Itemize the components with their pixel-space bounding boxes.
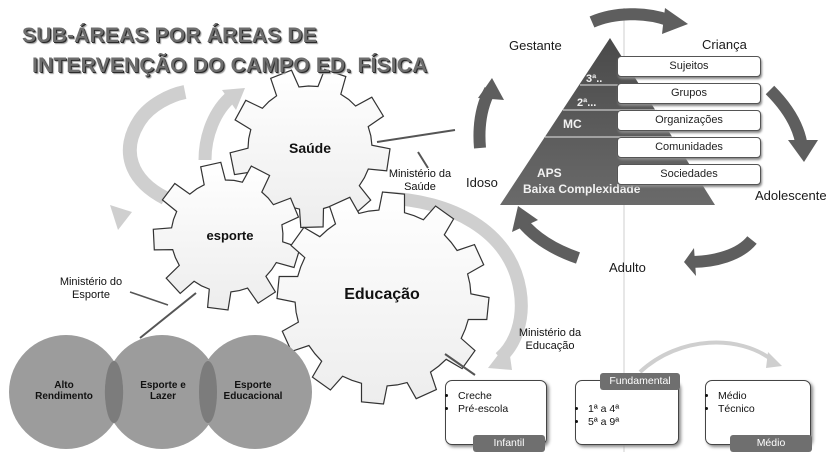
overlap-2	[199, 361, 217, 423]
tab-fundamental: Fundamental	[600, 373, 680, 390]
pyramid-level-3: 3ª..	[586, 73, 603, 85]
gear-label-saude: Saúde	[288, 140, 331, 156]
gear-label-educacao: Educação	[344, 286, 420, 303]
level-sociedades: Sociedades	[617, 164, 761, 185]
card-infantil: Creche Pré-escola	[445, 380, 547, 445]
gear-arc-right	[384, 191, 528, 363]
label-idoso: Idoso	[466, 175, 498, 190]
title-line-1: SUB-ÁREAS POR ÁREAS DE	[22, 24, 317, 47]
label-gestante: Gestante	[509, 38, 562, 53]
cycle-arrow-head	[662, 8, 688, 34]
ministerio-saude-connector	[417, 151, 429, 169]
infantil-item-creche: Creche	[458, 390, 546, 403]
label-adulto: Adulto	[609, 260, 646, 275]
educacao-gear	[276, 191, 490, 405]
gear-arc-top	[198, 90, 237, 161]
card-medio: Médio Técnico	[705, 380, 811, 445]
education-arc	[638, 340, 774, 374]
circle-label-alto-rendimento: Alto Rendimento	[35, 380, 93, 402]
label-ministerio-esporte: Ministério do Esporte	[59, 276, 123, 301]
medio-item-tecnico: Técnico	[718, 403, 810, 416]
educacao-connector	[444, 353, 476, 376]
gear-arc-left-head	[110, 205, 132, 230]
esporte-gear	[152, 161, 301, 311]
tab-medio: Médio	[730, 435, 812, 452]
education-arc-head	[766, 352, 782, 368]
ministerio-esporte-connector	[129, 291, 169, 306]
cycle-arrow-head	[512, 206, 538, 232]
label-ministerio-saude: Ministério da Saúde	[388, 168, 452, 193]
pyramid-aps: APS	[537, 166, 562, 180]
tab-infantil: Infantil	[473, 435, 545, 452]
cycle-arrow-segment	[517, 218, 581, 264]
level-comunidades: Comunidades	[617, 137, 761, 158]
gear-arc-top-head	[222, 88, 245, 110]
infantil-item-pre-escola: Pré-escola	[458, 403, 546, 416]
label-crianca: Criança	[702, 37, 747, 52]
esporte-connector	[139, 292, 197, 339]
gear-arc-right-head	[488, 342, 512, 370]
title-line-2: INTERVENÇÃO DO CAMPO ED. FÍSICA	[32, 54, 428, 77]
cycle-arrow-segment	[589, 8, 670, 28]
cycle-arrow-segment	[765, 85, 808, 149]
cycle-arrow-head	[478, 78, 504, 100]
gear-label-esporte: esporte	[206, 228, 254, 243]
fundamental-item-2: 5ª a 9ª	[588, 416, 678, 429]
circle-label-esporte-lazer: Esporte e Lazer	[140, 380, 186, 402]
cycle-arrow-head	[788, 140, 818, 162]
level-sujeitos: Sujeitos	[617, 56, 761, 77]
level-grupos: Grupos	[617, 83, 761, 104]
saude-gear	[229, 68, 391, 229]
level-organizacoes: Organizações	[617, 110, 761, 131]
cycle-arrow-segment	[689, 235, 757, 268]
pyramid-mc: MC	[563, 117, 582, 131]
circle-alto-rendimento	[9, 335, 123, 449]
cycle-arrow-head	[684, 248, 696, 276]
life-cycle-arrows	[473, 8, 818, 276]
gear-arc-left	[122, 85, 187, 205]
overlap-1	[105, 361, 123, 423]
fundamental-item-1: 1ª a 4ª	[588, 403, 678, 416]
label-ministerio-educacao: Ministério da Educação	[518, 327, 582, 352]
circle-esporte-educacional	[198, 335, 312, 449]
medio-item-medio: Médio	[718, 390, 810, 403]
label-adolescente: Adolescente	[755, 188, 827, 203]
saude-connector	[376, 129, 456, 143]
pyramid	[500, 38, 715, 205]
pyramid-baixa-complexidade: Baixa Complexidade	[523, 182, 641, 196]
circle-esporte-lazer	[105, 335, 219, 449]
circle-label-esporte-educacional: Esporte Educacional	[223, 380, 283, 402]
pyramid-level-2: 2ª...	[577, 97, 597, 109]
